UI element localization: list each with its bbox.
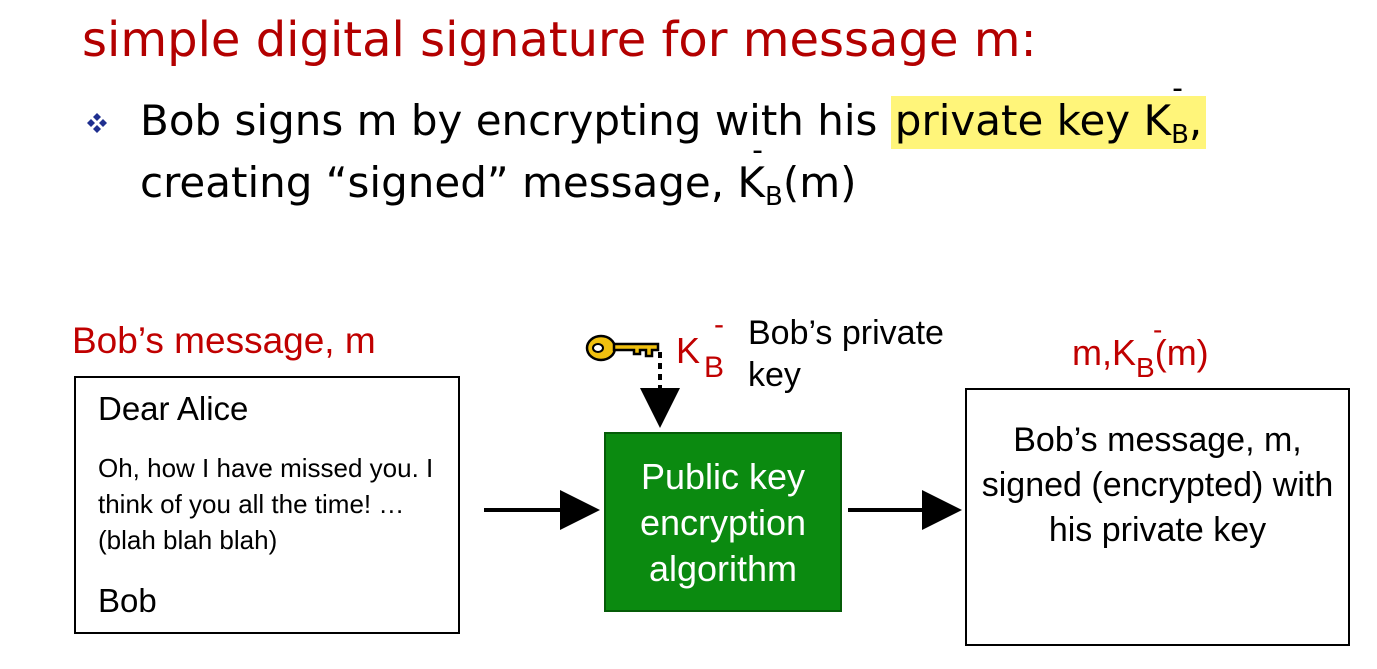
key-inverse-bar-2: - [752, 133, 763, 168]
key-symbol-sub: B [704, 351, 725, 384]
result-label-post: (m) [1154, 332, 1209, 373]
diamond-bullet-icon [87, 113, 107, 133]
letter-salutation: Dear Alice [98, 390, 249, 427]
result-label-bar: - [1153, 314, 1163, 345]
bullet-line-1: Bob signs m by encrypting with his priva… [140, 74, 1207, 150]
letter-box: Dear Alice Oh, how I have missed you. I … [74, 376, 460, 634]
key-inverse-bar: - [1172, 71, 1183, 106]
key-symbol-bar: - [714, 308, 724, 341]
result-label-pre: m,K [1072, 332, 1137, 373]
key-caption: Bob’s private key [748, 314, 944, 394]
slide-title: simple digital signature for message m: [82, 12, 1037, 68]
result-label-sub: B [1136, 352, 1155, 383]
line1-comma: , [1188, 96, 1203, 145]
message-label: Bob’s message, m [72, 320, 376, 361]
private-key-text: private key K [894, 96, 1172, 145]
bullet-line-2: creating “signed” message, K-B(m) [140, 136, 857, 213]
signed-message-suffix: (m) [782, 158, 857, 207]
key-symbol: K- B [676, 308, 725, 385]
encryption-algorithm-box: Public key encryption algorithm [604, 432, 842, 612]
key-subscript-2: B [764, 182, 783, 212]
letter-body: Oh, how I have missed you. I think of yo… [98, 453, 434, 555]
key-symbol-k: K [676, 330, 701, 371]
bullet-line-2-text: creating “signed” message, K [140, 158, 765, 207]
private-key-highlight: private key K- B, [890, 74, 1207, 150]
signed-message-label: m,K- B(m) [1072, 314, 1209, 384]
letter-signature: Bob [98, 582, 157, 619]
bullet-line-1-text: Bob signs m by encrypting with his [140, 96, 891, 145]
signed-message-text: Bob’s message, m, signed (encrypted) wit… [981, 421, 1334, 549]
key-subscript: B [1171, 120, 1189, 150]
key-icon [585, 334, 660, 362]
signed-message-box: Bob’s message, m, signed (encrypted) wit… [965, 388, 1350, 646]
